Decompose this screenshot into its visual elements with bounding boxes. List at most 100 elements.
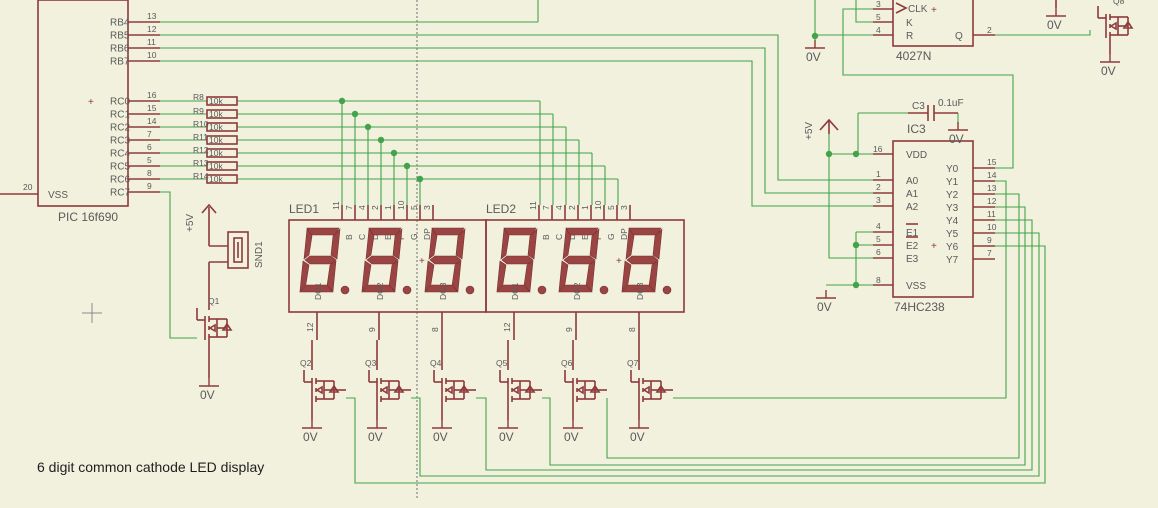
- decoder-vdd-label: VDD: [906, 150, 927, 161]
- segment-d: [424, 284, 459, 293]
- decoder-output-label: Y3: [946, 203, 959, 214]
- led-pin-name: C: [554, 234, 564, 240]
- segment-dp: [537, 285, 547, 295]
- resistor-name: R8: [193, 92, 204, 102]
- ff-k-label: K: [906, 18, 913, 29]
- wire-path: [411, 232, 1040, 477]
- digit-common-pin: 9: [564, 327, 574, 332]
- segment-a: [368, 227, 402, 236]
- decoder-output-pin: 13: [987, 183, 997, 193]
- pic-pin-label: RB4: [110, 18, 130, 29]
- ground-label: 0V: [368, 430, 383, 444]
- led-pin-number: 7: [344, 205, 354, 210]
- mosfet-icon: [196, 308, 233, 340]
- decoder-74hc238: IC3 74HC238 VDD 16 VSS 8 + A01A12A23E14E…: [873, 122, 997, 314]
- pic-pin-number: 8: [147, 168, 152, 178]
- led-pin-name: C: [357, 234, 367, 240]
- segment-a: [503, 227, 537, 236]
- wire-path: [855, 0, 873, 23]
- decoder-vdd-pin: 16: [873, 144, 883, 154]
- digit-common-pin: 8: [627, 327, 637, 332]
- digit-common-pin: 12: [502, 322, 512, 332]
- decoder-enable-label: E1: [906, 228, 919, 239]
- decoder-output-label: Y7: [946, 255, 959, 266]
- mosfet-icon: [499, 370, 536, 402]
- resistor-body: [206, 161, 238, 171]
- segment-a: [306, 227, 340, 236]
- segment-g: [501, 255, 534, 265]
- pic-part-label: PIC 16f690: [58, 210, 118, 224]
- diode-icon: [221, 322, 233, 331]
- pic-pin-label: RC6: [110, 175, 130, 186]
- ff-k-pin: 5: [876, 12, 881, 22]
- resistor-name: R10: [193, 119, 209, 129]
- cap-name-label: C3: [912, 101, 925, 112]
- diode-icon: [1122, 20, 1134, 29]
- crosshair-cursor-icon: [82, 303, 102, 323]
- decoder-output-pin: 7: [987, 248, 992, 258]
- led-pin-number: 5: [606, 205, 616, 210]
- flipflop-part-label: 4027N: [896, 49, 931, 63]
- pic-vss-label: VSS: [48, 190, 68, 201]
- ground-icon: 0V: [563, 420, 583, 444]
- ff-r-pin: 4: [876, 25, 881, 35]
- junction-dot: [416, 175, 424, 183]
- buzzer-supply-label: +5V: [185, 214, 196, 232]
- led-pin-name: DP: [422, 228, 432, 240]
- segment-g: [626, 255, 659, 265]
- wire-path: [160, 34, 873, 181]
- led-digit-label: DG2: [572, 282, 582, 300]
- led-digit-label: DG1: [510, 282, 520, 300]
- decoder-output-pin: 14: [987, 170, 997, 180]
- segment-a: [628, 227, 662, 236]
- wire-path: [995, 30, 1091, 36]
- q1-transistor-icon: 0V: [196, 308, 233, 402]
- ground-label: 0V: [499, 430, 514, 444]
- decoder-output-label: Y4: [946, 216, 959, 227]
- junction-dot: [364, 123, 372, 131]
- ff-clk-pin: 3: [876, 0, 881, 9]
- fet-arrow: [642, 385, 650, 395]
- led-pin-number: 2: [370, 205, 380, 210]
- ff-q-pin: 2: [987, 25, 992, 35]
- led-pin-number: 1: [580, 205, 590, 210]
- segment-b: [455, 228, 466, 260]
- segment-f: [625, 228, 635, 260]
- ground-label: 0V: [564, 430, 579, 444]
- led-digit-label: DG3: [635, 282, 645, 300]
- led-pin-name: E: [383, 234, 393, 240]
- segment-e: [424, 260, 435, 292]
- segment-f: [500, 228, 510, 260]
- decoder-origin-mark: +: [931, 241, 937, 252]
- ground-icon: 0V: [302, 420, 322, 444]
- segment-f: [428, 228, 438, 260]
- ff-origin-mark: +: [931, 5, 937, 16]
- diode-icon: [393, 384, 405, 393]
- segment-g: [563, 255, 596, 265]
- diode-icon: [589, 384, 601, 393]
- pic-pin-label: RC5: [110, 162, 130, 173]
- resistor-value: 10k: [209, 109, 223, 119]
- wire-path: [828, 134, 873, 259]
- led-pin-number: 7: [541, 205, 551, 210]
- segment-b: [392, 228, 403, 260]
- decoder-output-label: Y1: [946, 177, 959, 188]
- diode-icon: [328, 384, 340, 393]
- segment-g: [429, 255, 462, 265]
- pic-origin-mark: +: [88, 97, 94, 108]
- ground-icon: 0V: [629, 420, 649, 444]
- segment-f: [365, 228, 375, 260]
- pic-pin-label: RC4: [110, 149, 130, 160]
- decoder-output-label: Y2: [946, 190, 959, 201]
- segment-b: [527, 228, 538, 260]
- junction-dot: [825, 150, 833, 158]
- ground-label: 0V: [433, 430, 448, 444]
- led-digit-label: DG1: [313, 282, 323, 300]
- segment-d: [361, 284, 396, 293]
- digit-common-pin: 12: [305, 322, 315, 332]
- mosfet-icon: [630, 370, 667, 402]
- fet-label: Q4: [430, 358, 442, 368]
- led-pin-name: B: [541, 234, 551, 240]
